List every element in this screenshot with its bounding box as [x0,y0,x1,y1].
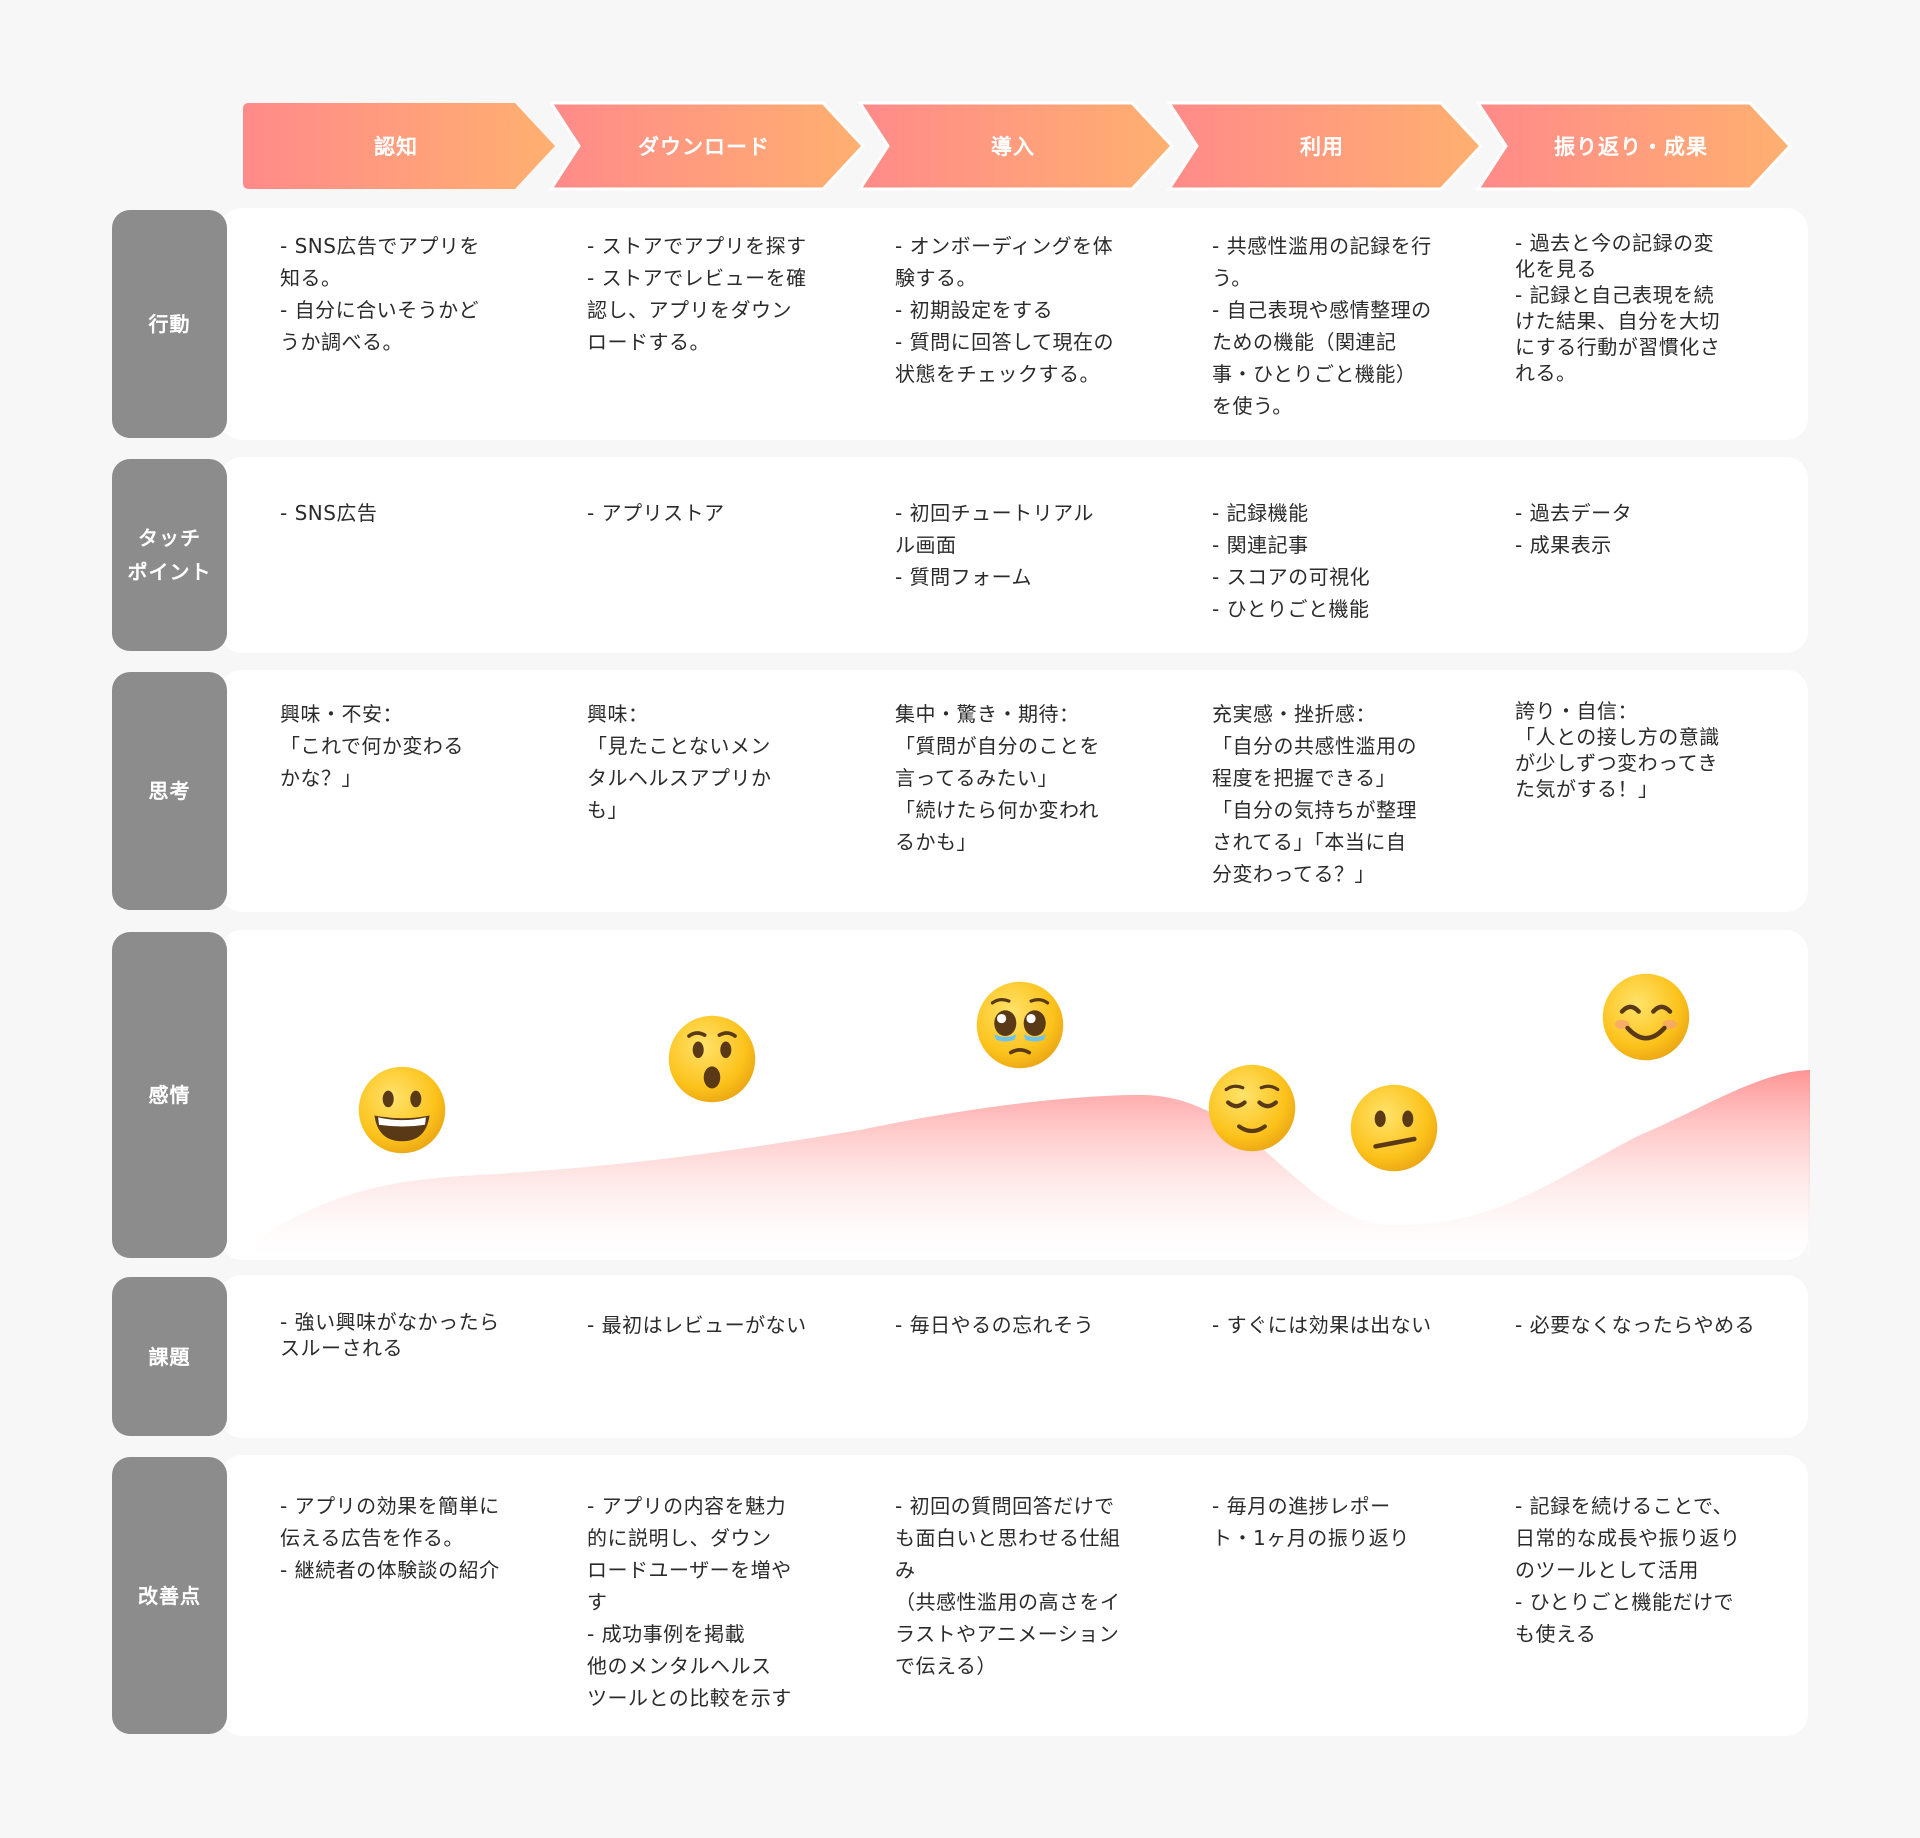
journey-cell: - 必要なくなったらやめる [1515,1313,1756,1337]
row-label: 改善点 [112,1457,227,1734]
row-label: 行動 [112,210,227,438]
stage-arrow-shape [1166,101,1484,191]
stage-5: 振り返り・成果 [1475,101,1798,191]
hushed-face-icon [666,1013,758,1105]
stage-label: 認知 [374,135,418,159]
emotion-curve-area [255,1070,1810,1255]
journey-cell: - アプリの内容を魅力 的に説明し、ダウン ロードユーザーを増や す - 成功事… [587,1494,792,1710]
journey-cell: - ストアでアプリを探す - ストアでレビューを確 認し、アプリをダウン ロード… [587,234,807,354]
journey-cell: - アプリの効果を簡単に 伝える広告を作る。 - 継続者の体験談の紹介 [280,1494,500,1582]
journey-cell: - オンボーディングを体 験する。 - 初期設定をする - 質問に回答して現在の… [895,234,1114,386]
journey-cell: - 最初はレビューがない [587,1313,807,1337]
journey-cell: - 記録機能 - 関連記事 - スコアの可視化 - ひとりごと機能 [1212,501,1371,621]
stage-2: ダウンロード [548,101,871,191]
journey-cell: 誇り・自信： 「人との接し方の意識 が少しずつ変わってき た気がする！」 [1515,699,1720,801]
journey-cell: - 過去データ - 成果表示 [1515,501,1633,557]
journey-cell: - 初回チュートリアル ル画面 - 質問フォーム [895,501,1094,589]
relieved-face-icon [1208,1064,1296,1152]
stage-arrow-shape [243,103,555,189]
pleading-face-icon [974,979,1066,1071]
grinning-face-icon [356,1064,448,1156]
journey-cell: - SNS広告でアプリを 知る。 - 自分に合いそうかど うか調べる。 [280,234,480,354]
row-card [220,208,1808,440]
journey-cell: - 共感性滥用の記録を行 う。 - 自己表現や感情整理の ための機能（関連記 事… [1212,234,1432,418]
journey-cell: - SNS広告 [280,501,378,525]
relieved-face-icon [1206,1062,1298,1154]
emotion-curve [255,1070,1810,1255]
stage-4: 利用 [1166,101,1489,191]
smiling-face-icon [1602,973,1690,1061]
neutral-face-icon [1348,1082,1440,1174]
smiling-face-icon [1600,971,1692,1063]
row-card [220,1455,1808,1736]
journey-cell: - 毎日やるの忘れそう [895,1313,1095,1337]
journey-cell: - 毎月の進捗レポー ト・1ヶ月の振り返り [1212,1494,1410,1550]
row-label: タッチ ポイント [112,459,227,651]
stage-label: 利用 [1300,135,1344,159]
row-card [220,1275,1808,1438]
row-card [220,457,1808,653]
stage-label: 導入 [991,135,1035,159]
stage-label: 振り返り・成果 [1554,135,1708,159]
stage-arrow-shape [1475,101,1793,191]
journey-cell: 集中・驚き・期待： 「質問が自分のことを 言ってるみたい」 「続けたら何か変われ… [895,702,1100,854]
row-label: 感情 [112,932,227,1258]
hushed-face-icon [668,1015,756,1103]
row-label: 思考 [112,672,227,910]
stage-1: 認知 [243,103,563,189]
grinning-face-icon [358,1066,446,1154]
journey-cell: 興味： 「見たことないメン タルヘルスアプリか も」 [587,702,772,822]
row-card [220,670,1808,912]
stage-label: ダウンロード [638,135,770,159]
neutral-face-icon [1350,1084,1438,1172]
stage-3: 導入 [857,101,1180,191]
journey-cell: - 記録を続けることで、 日常的な成長や振り返り のツールとして活用 - ひとり… [1515,1494,1741,1646]
journey-cell: - すぐには効果は出ない [1212,1313,1432,1337]
stage-arrow-shape [548,101,866,191]
journey-cell: - 過去と今の記録の変 化を見る - 記録と自己表現を続 けた結果、自分を大切 … [1515,231,1721,385]
row-label: 課題 [112,1277,227,1436]
journey-cell: - 強い興味がなかったら スルーされる [280,1310,500,1360]
journey-cell: - 初回の質問回答だけで も面白いと思わせる仕組 み （共感性滥用の高さをイ ラ… [895,1494,1121,1678]
pleading-face-icon [976,981,1064,1069]
journey-cell: 興味・不安： 「これで何か変わる かな？」 [280,702,464,790]
journey-cell: - アプリストア [587,501,725,525]
stage-arrow-shape [857,101,1175,191]
journey-cell: 充実感・挫折感： 「自分の共感性滥用の 程度を把握できる」 「自分の気持ちが整理… [1212,702,1417,886]
